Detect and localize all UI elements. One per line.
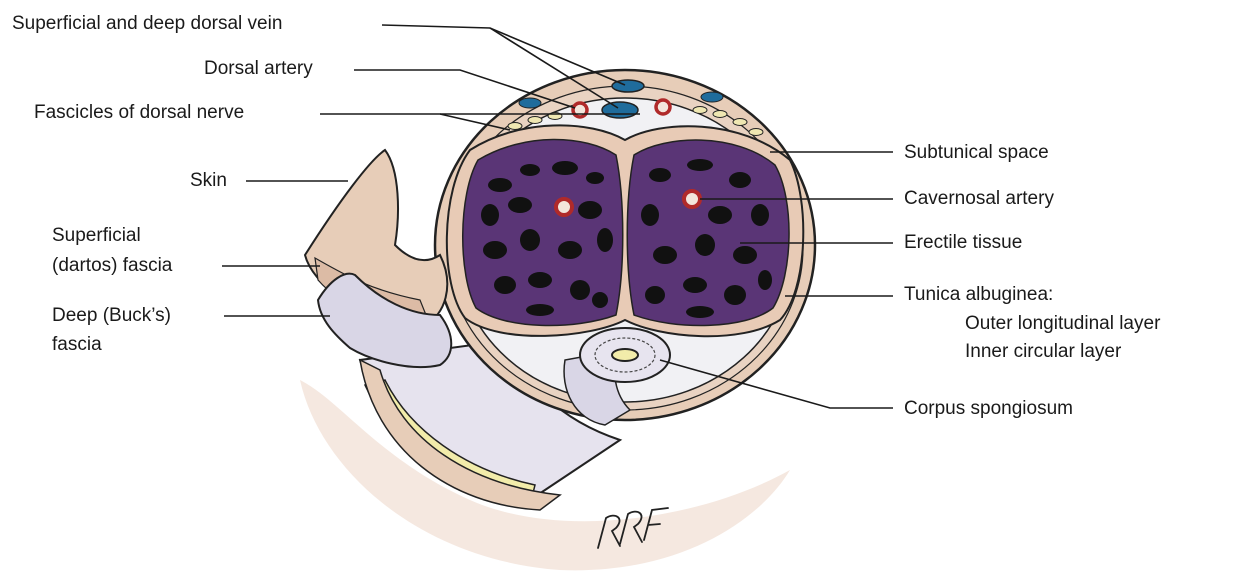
penis-cross-section-diagram: Superficial and deep dorsal vein Dorsal …	[0, 0, 1239, 574]
artist-signature	[0, 0, 1239, 574]
